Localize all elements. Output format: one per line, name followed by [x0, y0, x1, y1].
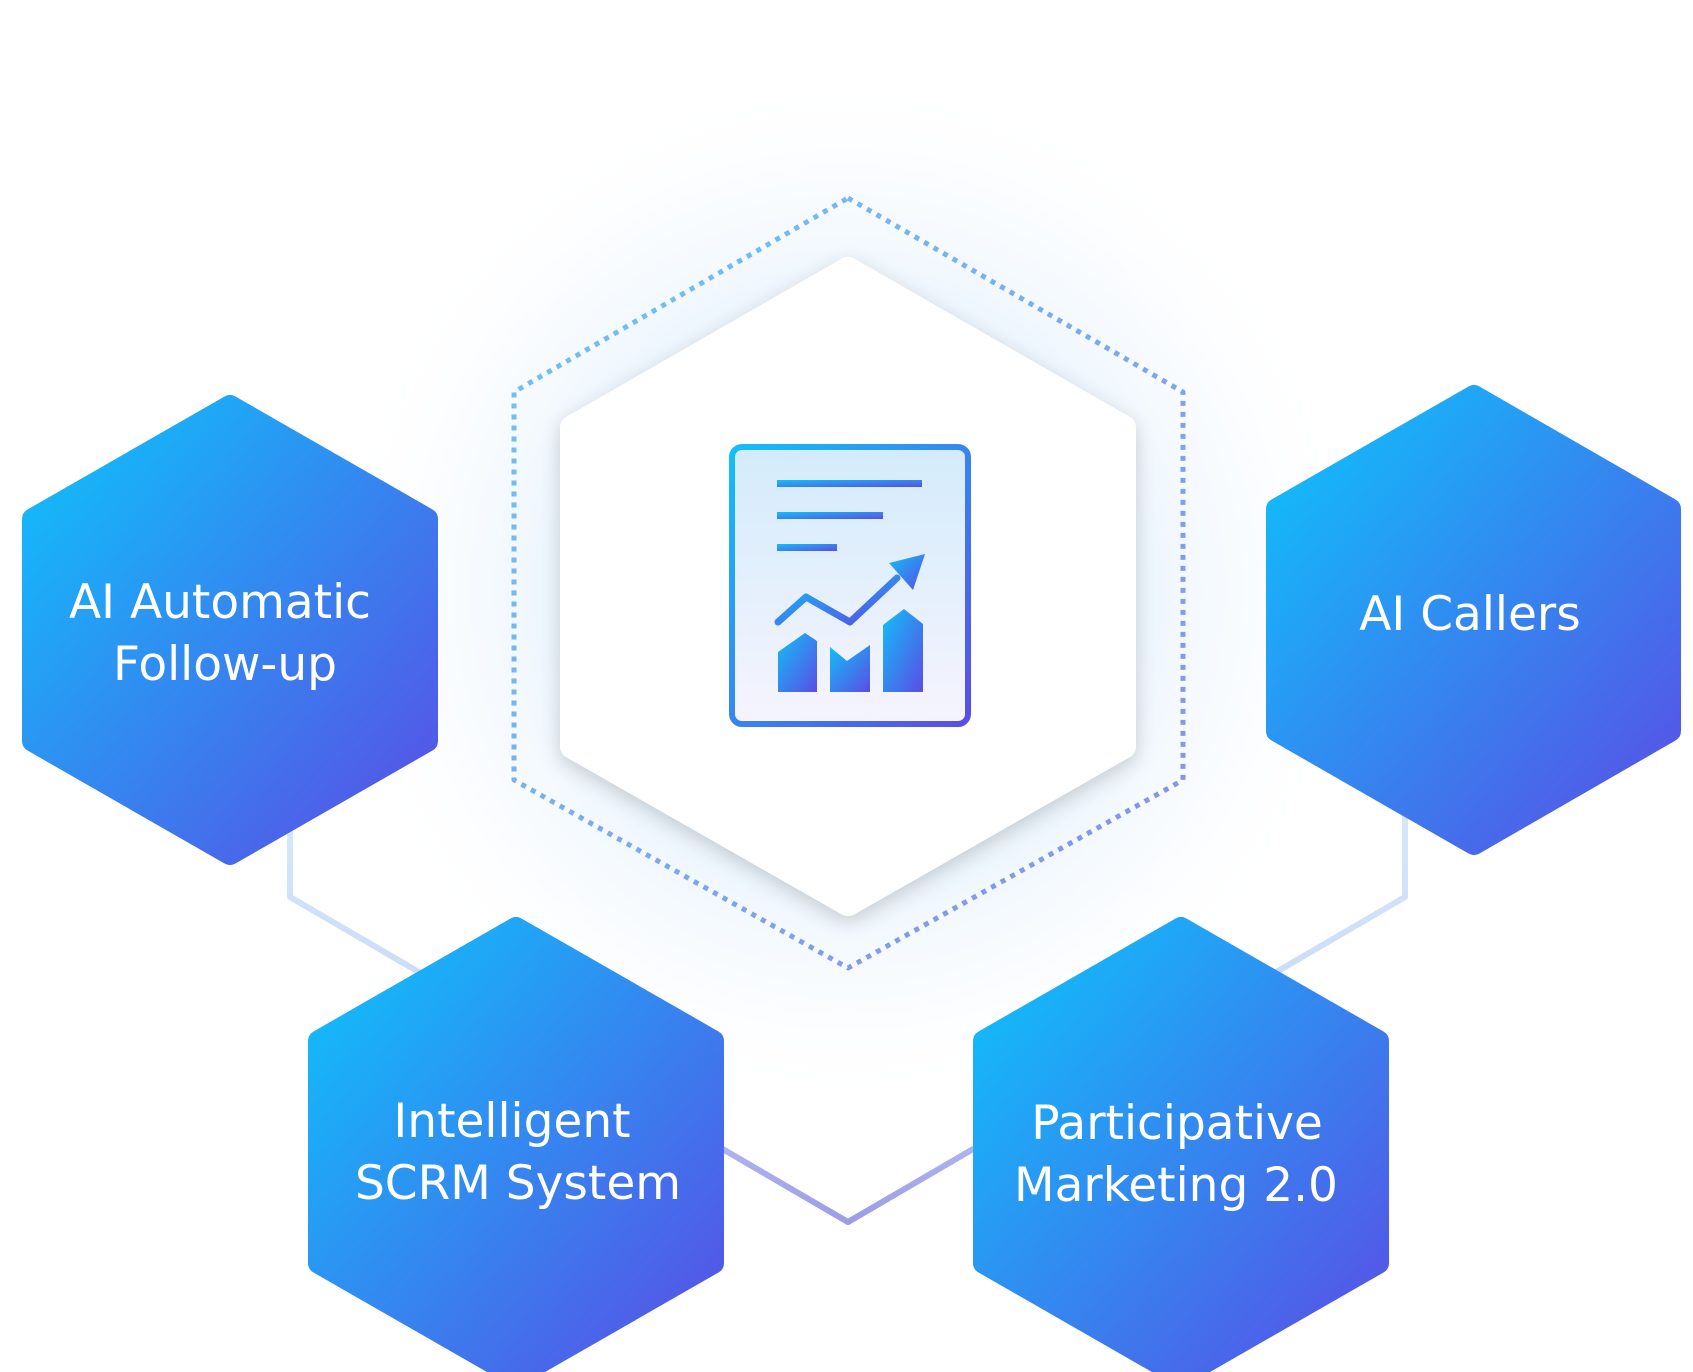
node-intelligent-scrm-system: Intelligent SCRM System [308, 917, 724, 1372]
node-ai-callers: AI Callers [1266, 385, 1681, 855]
node-participative-marketing: Participative Marketing 2.0 [973, 917, 1389, 1372]
growth-report-icon [729, 444, 971, 727]
node-ai-automatic-follow-up: AI Automatic Follow-up [22, 395, 438, 865]
node-label: AI Automatic [69, 575, 371, 630]
connector-left-line [287, 800, 1408, 1225]
node-label: SCRM System [355, 1156, 681, 1211]
node-label: Participative [1031, 1096, 1323, 1151]
node-label: Marketing 2.0 [1014, 1158, 1338, 1213]
dotted-ring-hexagon [511, 195, 1186, 971]
node-label: Follow-up [113, 637, 337, 692]
node-label: AI Callers [1359, 587, 1580, 642]
node-label: Intelligent [393, 1094, 630, 1149]
